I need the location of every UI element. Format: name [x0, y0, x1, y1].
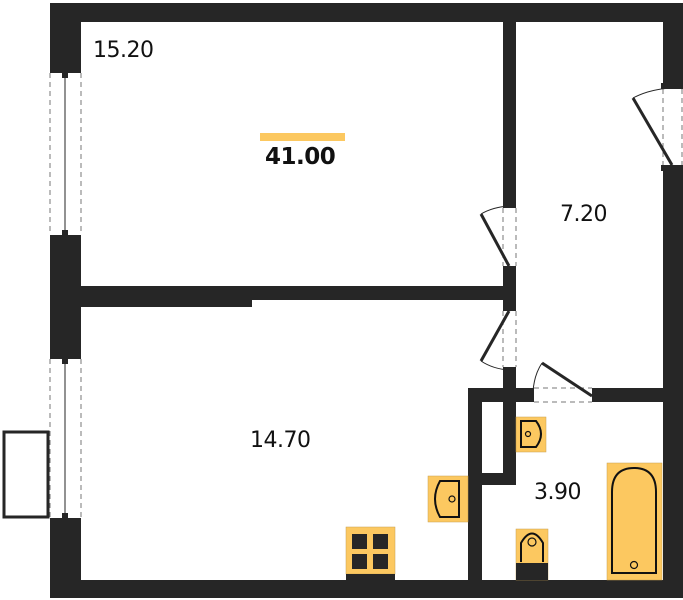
walls — [50, 3, 683, 598]
bedroom-area-label: 15.20 — [93, 38, 154, 63]
toilet-icon — [515, 528, 549, 581]
entrance-door — [631, 83, 683, 171]
kitchen-sink-icon — [427, 475, 469, 523]
bathroom-area-label: 3.90 — [534, 480, 581, 505]
bedroom-door — [479, 203, 517, 271]
hallway-area-label: 7.20 — [560, 202, 607, 227]
balcony-box — [2, 430, 50, 519]
total-area-bar — [260, 133, 345, 141]
stove-icon — [345, 526, 396, 580]
bathroom-door — [528, 361, 598, 403]
living-room-door — [479, 306, 517, 372]
bathtub-icon — [606, 462, 663, 581]
window-living-room — [49, 355, 82, 522]
living-room-area-label: 14.70 — [250, 428, 311, 453]
window-bedroom — [49, 69, 82, 239]
total-area-label: 41.00 — [265, 144, 336, 170]
bathroom-sink-icon — [515, 416, 547, 453]
